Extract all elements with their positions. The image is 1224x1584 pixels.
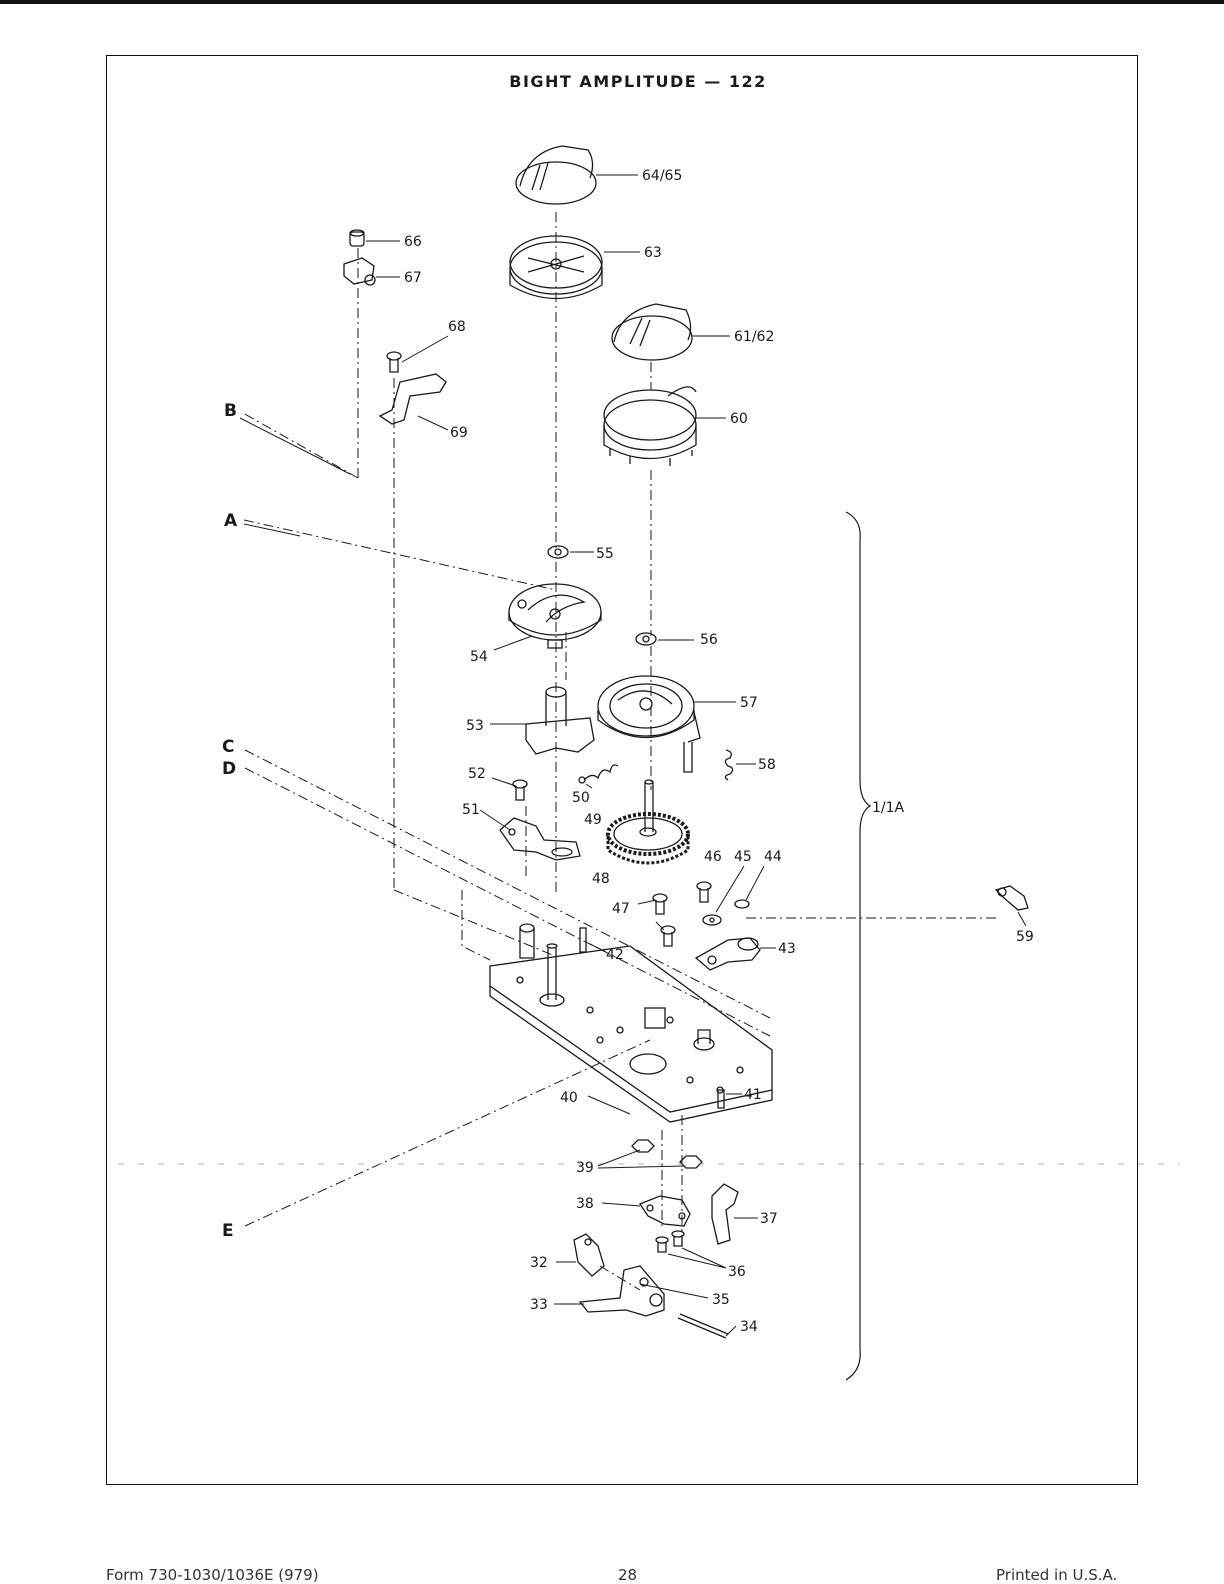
lever-51-drawing — [500, 818, 580, 860]
callout-label: 68 — [448, 319, 466, 335]
callout-label: 38 — [576, 1196, 594, 1212]
screw-68-drawing — [387, 352, 401, 372]
part-59-drawing — [996, 886, 1028, 910]
link-37-drawing — [712, 1184, 738, 1244]
pin-42-drawing — [580, 928, 586, 952]
callout-label: 43 — [778, 941, 796, 957]
spring-50-drawing — [579, 765, 618, 783]
letter-label: C — [222, 737, 234, 757]
callout-label: 41 — [744, 1087, 762, 1103]
callout-label: 45 — [734, 849, 752, 865]
callout-label: 58 — [758, 757, 776, 773]
eccentric-53-drawing — [526, 687, 594, 754]
callout-label: 66 — [404, 234, 422, 250]
callout-label: 54 — [470, 649, 488, 665]
base-plate-40-drawing — [490, 924, 772, 1122]
group-label: 1/1A — [872, 800, 905, 816]
callout-label: 56 — [700, 632, 718, 648]
axis-lines — [243, 212, 1000, 1290]
callout-label: 51 — [462, 802, 480, 818]
bracket-69-drawing — [380, 374, 446, 424]
callout-label: 44 — [764, 849, 782, 865]
callout-label: 63 — [644, 245, 662, 261]
screw-47-drawing — [653, 894, 675, 946]
lever-43-drawing — [696, 938, 760, 970]
callout-label: 46 — [704, 849, 722, 865]
callout-label: 61/62 — [734, 329, 774, 345]
footer-printed-in: Printed in U.S.A. — [996, 1566, 1117, 1584]
callout-label: 53 — [466, 718, 484, 734]
callout-label: 39 — [576, 1160, 594, 1176]
callout-label: 47 — [612, 901, 630, 917]
callout-label: 50 — [572, 790, 590, 806]
letter-label: E — [222, 1221, 234, 1241]
callout-label: 32 — [530, 1255, 548, 1271]
clip-55-drawing — [548, 546, 568, 558]
screw-52-drawing — [513, 780, 527, 800]
clip-56-drawing — [636, 633, 656, 645]
letter-label: D — [222, 759, 236, 779]
footer-page-number: 28 — [618, 1566, 637, 1584]
callout-label: 49 — [584, 812, 602, 828]
callout-label: 33 — [530, 1297, 548, 1313]
cam-57-drawing — [598, 676, 700, 772]
callout-label: 57 — [740, 695, 758, 711]
link-32-drawing — [574, 1234, 604, 1276]
gear-48-drawing — [608, 814, 688, 863]
lever-33-drawing — [580, 1266, 664, 1316]
callout-label: 42 — [606, 947, 624, 963]
letter-label: A — [224, 511, 238, 531]
ring-60-drawing — [604, 387, 696, 466]
knob-64-65-drawing — [516, 146, 596, 204]
callout-label: 69 — [450, 425, 468, 441]
callout-label: 60 — [730, 411, 748, 427]
screw-46-drawing — [697, 882, 711, 902]
screws-36-drawing — [656, 1231, 684, 1252]
group-brace — [846, 512, 870, 1380]
part-66-drawing — [350, 230, 364, 246]
spring-58-drawing — [725, 750, 732, 780]
callout-label: 35 — [712, 1292, 730, 1308]
callout-label: 34 — [740, 1319, 758, 1335]
callout-label: 40 — [560, 1090, 578, 1106]
callout-label: 55 — [596, 546, 614, 562]
cam-54-drawing — [509, 584, 601, 648]
callout-label: 36 — [728, 1264, 746, 1280]
footer-form-number: Form 730-1030/1036E (979) — [106, 1566, 319, 1584]
letter-label: B — [224, 401, 237, 421]
callout-label: 52 — [468, 766, 486, 782]
callout-label: 59 — [1016, 929, 1034, 945]
clip-44-drawing — [735, 900, 749, 908]
washer-45-drawing — [703, 915, 721, 925]
callout-label: 48 — [592, 871, 610, 887]
callout-label: 67 — [404, 270, 422, 286]
pin-34-drawing — [678, 1314, 728, 1338]
part-67-drawing — [344, 258, 375, 285]
callout-label: 64/65 — [642, 168, 682, 184]
shaft-49-drawing — [645, 780, 653, 832]
exploded-parts-diagram: B A C D E 64/65 63 61/62 60 66 67 68 69 … — [0, 0, 1224, 1540]
callout-label: 37 — [760, 1211, 778, 1227]
knob-61-62-drawing — [612, 304, 692, 360]
